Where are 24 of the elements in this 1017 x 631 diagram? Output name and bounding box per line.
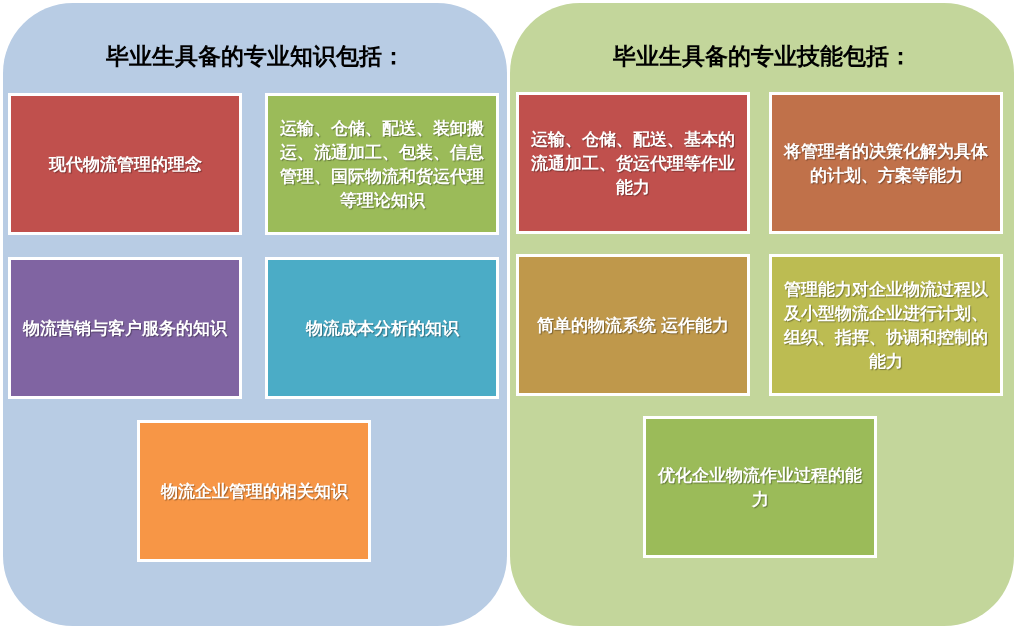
topic-box bbox=[137, 420, 371, 562]
box-text: 优化企业物流作业过程的能力 bbox=[657, 464, 863, 511]
topic-box bbox=[265, 257, 499, 399]
box-text: 运输、仓储、配送、装卸搬运、流通加工、包装、信息管理、国际物流和货运代理等理论知识 bbox=[279, 117, 485, 212]
panel-heading: 毕业生具备的专业技能包括： bbox=[611, 42, 913, 71]
box-text: 简单的物流系统 运作能力 bbox=[536, 314, 730, 337]
group-panel bbox=[3, 3, 507, 626]
topic-box bbox=[8, 257, 242, 399]
topic-box bbox=[516, 254, 750, 396]
topic-box bbox=[769, 254, 1003, 396]
box-text: 将管理者的决策化解为具体的计划、方案等能力 bbox=[782, 140, 989, 187]
topic-box bbox=[643, 416, 877, 558]
box-text: 现代物流管理的理念 bbox=[48, 153, 202, 176]
panel-heading: 毕业生具备的专业知识包括： bbox=[104, 42, 406, 71]
topic-box bbox=[516, 92, 750, 234]
box-text: 运输、仓储、配送、基本的流通加工、货运代理等作业能力 bbox=[530, 128, 736, 199]
box-text: 物流营销与客户服务的知识 bbox=[23, 317, 227, 340]
box-text: 物流企业管理的相关知识 bbox=[160, 480, 348, 503]
box-text: 管理能力对企业物流过程以及小型物流企业进行计划、组织、指挥、协调和控制的能力 bbox=[783, 278, 989, 373]
group-panel bbox=[510, 3, 1014, 626]
box-text: 物流成本分析的知识 bbox=[305, 317, 459, 340]
topic-box bbox=[265, 93, 499, 235]
topic-box bbox=[8, 93, 242, 235]
topic-box bbox=[769, 92, 1003, 234]
